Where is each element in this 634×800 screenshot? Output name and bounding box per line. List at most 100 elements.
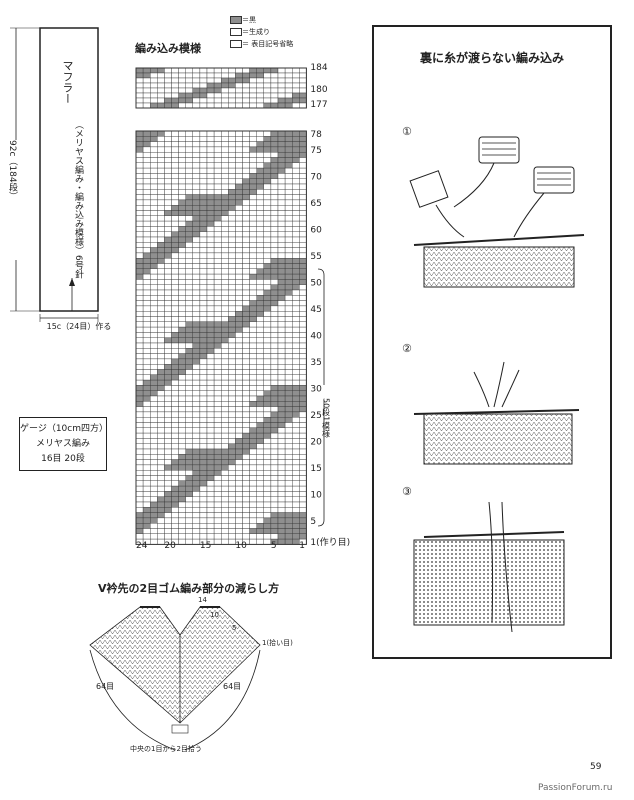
panel-title: 裏に糸が渡らない編み込み <box>419 51 564 65</box>
chart-cell <box>263 427 272 434</box>
chart-cell <box>256 374 265 381</box>
chart-cell <box>299 72 307 79</box>
chart-cell <box>213 247 222 254</box>
chart-cell <box>263 417 272 423</box>
chart-cell <box>256 199 265 206</box>
chart-cell <box>299 385 307 391</box>
chart-cell <box>242 358 250 365</box>
chart-cell <box>164 475 172 482</box>
chart-cell <box>263 395 272 402</box>
chart-cell <box>235 485 243 492</box>
chart-cell <box>142 401 151 407</box>
step-1-label: ① <box>402 125 412 138</box>
chart-cell <box>292 401 300 407</box>
chart-cell <box>164 427 172 434</box>
chart-cell <box>292 67 300 74</box>
chart-cell <box>256 353 265 360</box>
chart-cell <box>199 167 208 174</box>
chart-cell <box>277 417 286 423</box>
chart-cell <box>292 295 300 301</box>
chart-cell <box>199 348 208 354</box>
chart-cell <box>164 252 172 259</box>
chart-cell <box>206 448 215 455</box>
chart-cell <box>235 242 243 248</box>
chart-cell <box>228 247 236 254</box>
chart-cell <box>213 311 222 317</box>
chart-cell <box>270 332 279 338</box>
chart-cell <box>263 252 272 259</box>
chart-cell <box>149 427 158 434</box>
chart-cell <box>242 448 250 455</box>
chart-cell <box>284 332 293 338</box>
chart-cell <box>157 141 165 148</box>
chart-cell <box>192 215 201 222</box>
chart-cell <box>192 247 201 254</box>
chart-cell <box>192 342 201 349</box>
chart-cell <box>220 464 229 471</box>
chart-cell <box>263 348 272 354</box>
chart-cell <box>277 215 286 222</box>
chart-cell <box>220 523 229 529</box>
chart-cell <box>292 364 300 370</box>
chart-cell <box>185 215 193 222</box>
chart-cell <box>249 480 257 487</box>
chart-cell <box>199 146 208 153</box>
chart-cell <box>206 263 215 270</box>
chart-cell <box>135 438 144 444</box>
chart-cell <box>142 199 151 206</box>
chart-cell <box>164 72 172 79</box>
chart-cell <box>299 459 307 466</box>
chart-cell <box>235 385 243 391</box>
chart-cell <box>249 279 257 285</box>
chart-cell <box>235 422 243 429</box>
chart-cell <box>213 67 222 74</box>
chart-cell <box>277 326 286 333</box>
chart-cell <box>199 204 208 211</box>
chart-cell <box>228 72 236 79</box>
chart-cell <box>277 183 286 190</box>
chart-cell <box>185 475 193 482</box>
chart-cell <box>192 507 201 513</box>
chart-cell <box>220 311 229 317</box>
chart-cell <box>220 379 229 386</box>
chart-cell <box>249 369 257 376</box>
chart-cell <box>206 395 215 402</box>
chart-cell <box>277 204 286 211</box>
chart-cell <box>171 517 179 524</box>
chart-cell <box>256 454 265 460</box>
chart-cell <box>192 87 201 94</box>
chart-cell <box>270 289 279 296</box>
chart-cell <box>171 295 179 301</box>
chart-cell <box>277 173 286 179</box>
chart-cell <box>157 231 165 238</box>
chart-cell <box>292 443 300 450</box>
chart-cell <box>178 448 186 455</box>
chart-cell <box>206 183 215 190</box>
chart-cell <box>292 480 300 487</box>
chart-cell <box>277 87 286 94</box>
chart-cell <box>178 173 186 179</box>
chart-cell <box>206 311 215 317</box>
chart-cell <box>263 189 272 195</box>
chart-cell <box>213 374 222 381</box>
chart-cell <box>299 464 307 471</box>
chart-cell <box>185 284 193 291</box>
chart-cell <box>157 311 165 317</box>
chart-cell <box>178 146 186 153</box>
chart-cell <box>270 443 279 450</box>
chart-cell <box>185 102 193 109</box>
chart-cell <box>199 284 208 291</box>
chart-cell <box>178 321 186 328</box>
chart-cell <box>220 136 229 142</box>
chart-cell <box>135 411 144 418</box>
chart-cell <box>228 406 236 413</box>
chart-cell <box>299 284 307 291</box>
chart-cell <box>135 300 144 307</box>
chart-cell <box>220 454 229 460</box>
chart-cell <box>292 491 300 497</box>
chart-cell <box>157 459 165 466</box>
chart-cell <box>256 77 265 84</box>
chart-cell <box>149 189 158 195</box>
chart-cell <box>277 136 286 142</box>
chart-cell <box>142 92 151 99</box>
